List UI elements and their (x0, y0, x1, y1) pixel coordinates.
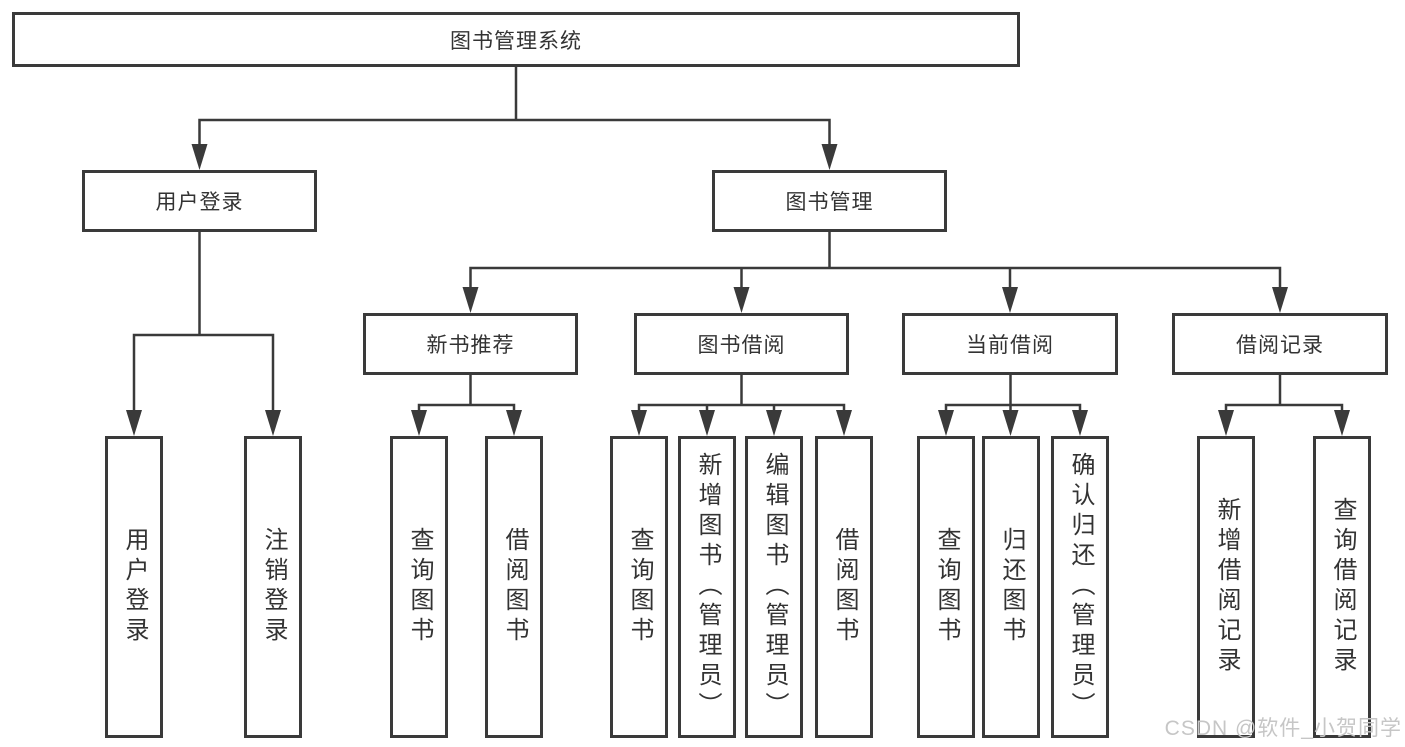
leaf-label: 编辑图书（管理员） (761, 452, 788, 722)
node-borrowing-records: 借阅记录 (1172, 313, 1388, 375)
leaf-query-books-borrowing: 查询图书 (610, 436, 668, 738)
csdn-watermark: CSDN @软件_小贺同学 (1164, 717, 1402, 740)
leaf-add-borrow-record: 新增借阅记录 (1197, 436, 1255, 738)
arrow-down-icon (766, 410, 782, 436)
node-label: 用户登录 (155, 191, 244, 214)
arrow-down-icon (126, 410, 142, 436)
arrow-down-icon (1218, 410, 1234, 436)
node-label: 借阅记录 (1236, 334, 1324, 357)
line-records-branch (1224, 403, 1344, 414)
leaf-label: 注销登录 (260, 527, 287, 647)
leaf-confirm-return-admin: 确认归还（管理员） (1051, 436, 1109, 738)
arrow-down-icon (411, 410, 427, 436)
arrowhead-group (126, 144, 1350, 436)
connector-line-group (132, 64, 1344, 414)
leaf-label: 查询图书 (933, 527, 960, 647)
arrow-down-icon (631, 410, 647, 436)
node-current-borrowing: 当前借阅 (902, 313, 1118, 375)
node-label: 图书管理 (785, 191, 874, 214)
leaf-label: 借阅图书 (501, 527, 528, 647)
line-newbook-branch (417, 403, 516, 414)
node-library-management-system: 图书管理系统 (12, 12, 1020, 67)
leaf-edit-books-admin: 编辑图书（管理员） (745, 436, 803, 738)
line-bookmgmt-branch (469, 266, 1282, 292)
leaf-label: 新增图书（管理员） (694, 452, 721, 722)
leaf-query-books-recommend: 查询图书 (390, 436, 448, 738)
arrow-down-icon (699, 410, 715, 436)
node-book-management: 图书管理 (712, 170, 947, 232)
leaf-borrow-books-recommend: 借阅图书 (485, 436, 543, 738)
node-label: 当前借阅 (966, 334, 1054, 357)
leaf-label: 新增借阅记录 (1213, 497, 1240, 677)
arrow-down-icon (462, 287, 479, 313)
node-user-login: 用户登录 (82, 170, 317, 232)
line-root-branch (198, 118, 831, 150)
arrow-down-icon (265, 410, 281, 436)
arrow-down-icon (1334, 410, 1350, 436)
arrow-down-icon (836, 410, 852, 436)
arrow-down-icon (733, 287, 750, 313)
arrow-down-icon (1002, 287, 1018, 313)
leaf-label: 借阅图书 (831, 527, 858, 647)
leaf-logout: 注销登录 (244, 436, 302, 738)
leaf-query-books-current: 查询图书 (917, 436, 975, 738)
leaf-label: 确认归还（管理员） (1067, 452, 1094, 722)
leaf-borrow-books: 借阅图书 (815, 436, 873, 738)
leaf-query-borrow-record: 查询借阅记录 (1313, 436, 1371, 738)
arrow-down-icon (1072, 410, 1088, 436)
leaf-label: 归还图书 (998, 527, 1025, 647)
leaf-label: 查询图书 (626, 527, 653, 647)
line-userlogin-branch (132, 333, 275, 414)
arrow-down-icon (1272, 287, 1288, 313)
arrow-down-icon (506, 410, 522, 436)
arrow-down-icon (938, 410, 954, 436)
node-new-book-recommendation: 新书推荐 (363, 313, 578, 375)
line-currentborrow-branch (944, 403, 1082, 414)
leaf-label: 查询图书 (406, 527, 433, 647)
node-label: 图书管理系统 (450, 29, 582, 53)
leaf-label: 查询借阅记录 (1329, 497, 1356, 677)
leaf-label: 用户登录 (121, 527, 148, 647)
line-bookborrow-branch (637, 403, 846, 414)
node-book-borrowing: 图书借阅 (634, 313, 849, 375)
leaf-user-login: 用户登录 (105, 436, 163, 738)
node-label: 新书推荐 (426, 334, 515, 357)
arrow-down-icon (821, 144, 838, 170)
arrow-down-icon (1002, 410, 1019, 436)
arrow-down-icon (191, 144, 208, 170)
node-label: 图书借阅 (697, 334, 786, 357)
leaf-return-books: 归还图书 (982, 436, 1040, 738)
leaf-add-books-admin: 新增图书（管理员） (678, 436, 736, 738)
